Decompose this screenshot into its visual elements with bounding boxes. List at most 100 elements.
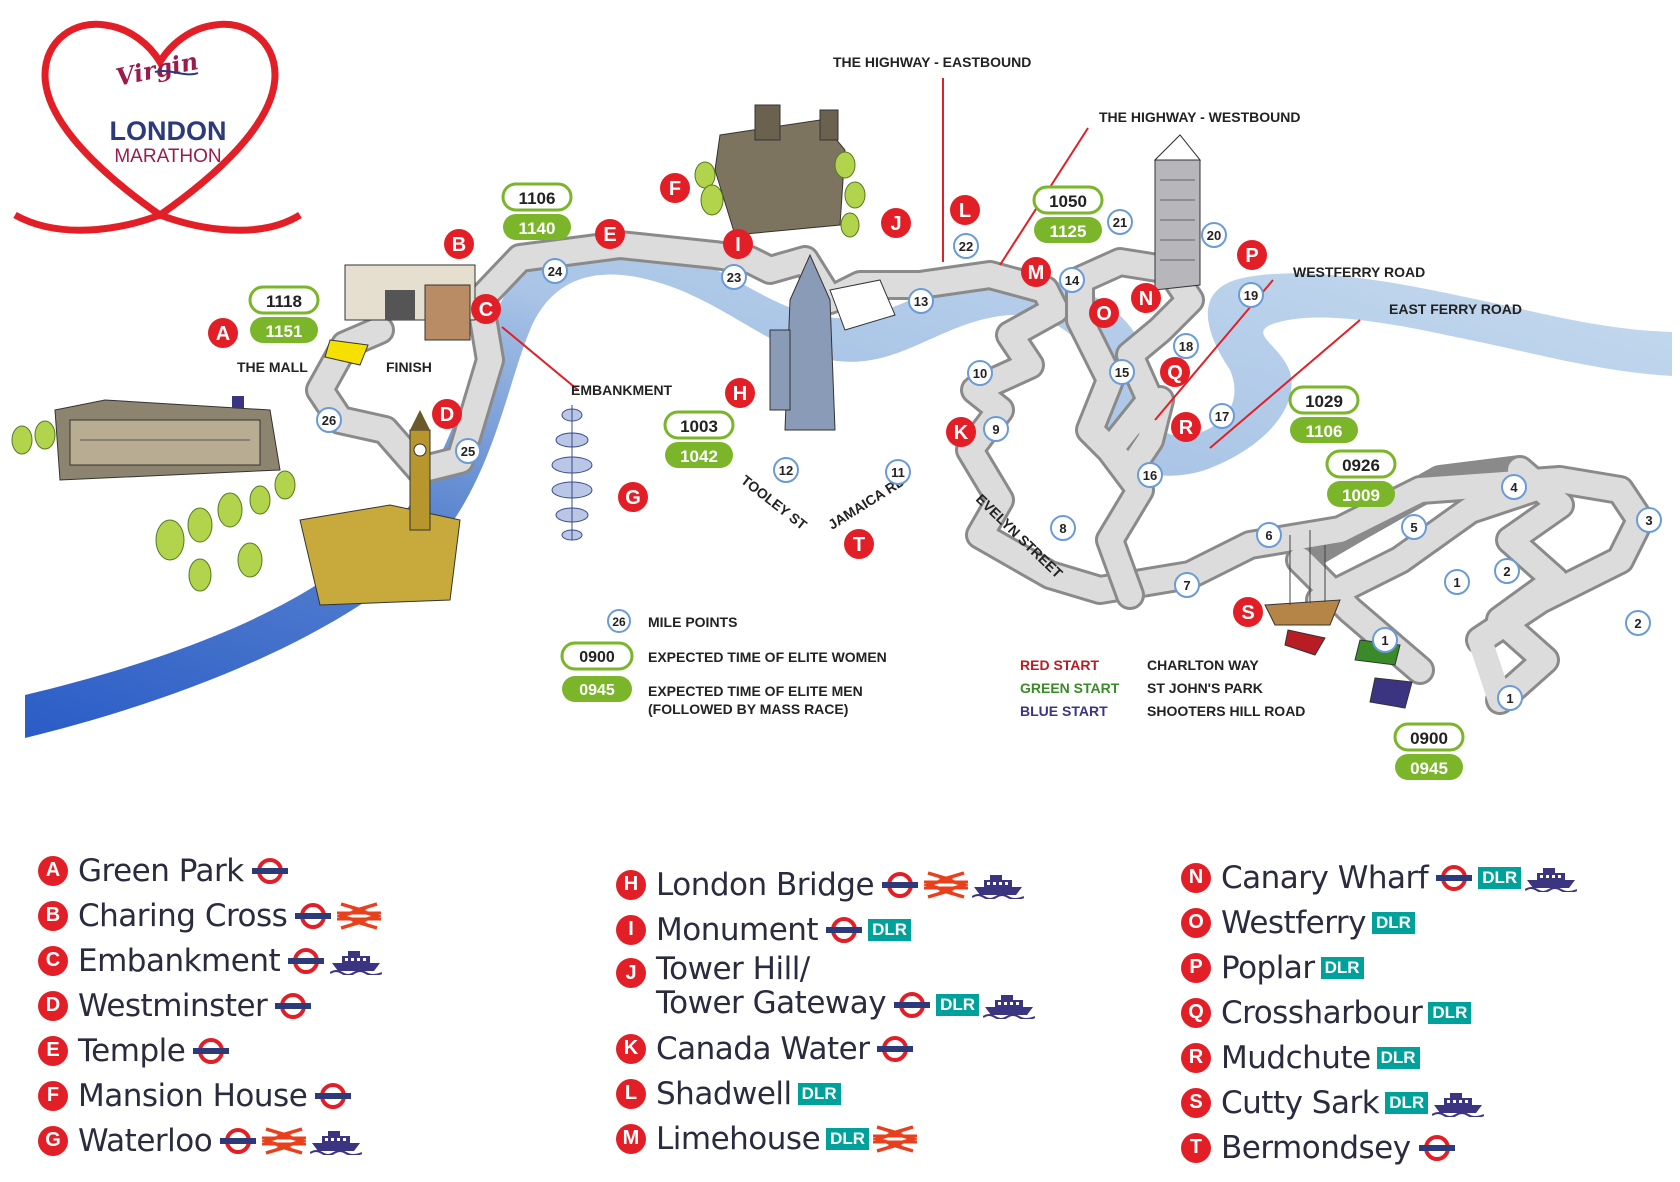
dlr-icon: DLR xyxy=(1428,1001,1472,1024)
station-marker-g xyxy=(618,482,648,512)
mile-point-circle xyxy=(1501,474,1527,500)
men-time-label: 1106 xyxy=(1306,422,1343,441)
legend-letter-badge: E xyxy=(38,1035,68,1066)
key-men-label: EXPECTED TIME OF ELITE MEN xyxy=(648,683,863,699)
station-marker-i xyxy=(723,229,753,259)
mile-point-label: 2 xyxy=(1503,564,1510,579)
start-key: RED START CHARLTON WAY GREEN START ST JO… xyxy=(1020,657,1305,719)
mile-point-circle xyxy=(1401,514,1427,540)
underground-icon xyxy=(286,946,326,976)
legend-letter-badge: O xyxy=(1181,907,1211,938)
mile-point-label: 11 xyxy=(891,465,905,480)
women-time-label: 1050 xyxy=(1049,192,1087,211)
rail-icon xyxy=(873,1124,918,1153)
mile-point-label: 1 xyxy=(1381,633,1388,648)
legend-letter-badge: J xyxy=(616,958,646,988)
station-name: London Bridge xyxy=(656,866,875,903)
women-time-badge xyxy=(1032,185,1104,215)
trees-left xyxy=(11,420,296,592)
station-marker-d xyxy=(432,399,462,429)
transport-icons xyxy=(313,1081,353,1111)
legend-letter-badge: T xyxy=(1181,1132,1211,1163)
mile-point-label: 1 xyxy=(1506,691,1513,706)
transport-icons xyxy=(293,901,382,931)
station-marker-letter: G xyxy=(625,487,641,509)
station-marker-letter: P xyxy=(1245,245,1258,267)
green-start-name: GREEN START xyxy=(1020,680,1120,696)
transport-icons: DLR xyxy=(1385,1089,1485,1117)
station-marker-letter: T xyxy=(853,534,865,556)
mile-point-circle xyxy=(1201,222,1227,248)
station-marker-q xyxy=(1160,357,1190,387)
underground-icon xyxy=(1417,1133,1457,1163)
rail-icon xyxy=(262,1126,307,1155)
westminster-palace xyxy=(299,410,461,606)
buckingham-palace xyxy=(54,396,281,481)
women-time-label: 0926 xyxy=(1342,456,1380,475)
key-mile-sample: 26 xyxy=(612,615,626,629)
underground-icon xyxy=(218,1126,258,1156)
marathon-course-map: Virgin LONDON MARATHON THE HIGHWAY - EAS… xyxy=(11,20,1672,780)
blue-start-name: BLUE START xyxy=(1020,703,1108,719)
transport-icons xyxy=(880,870,1025,900)
underground-icon xyxy=(1434,863,1474,893)
label-highway-westbound: THE HIGHWAY - WESTBOUND xyxy=(1099,109,1300,125)
station-marker-letter: L xyxy=(959,200,971,222)
legend-letter-badge: L xyxy=(616,1078,646,1109)
station-marker-letter: N xyxy=(1139,288,1153,310)
station-name: Westminster xyxy=(78,987,268,1024)
transport-icons xyxy=(218,1126,363,1156)
mile-point-circle xyxy=(542,258,568,284)
men-time-badge xyxy=(1290,417,1358,443)
men-time-label: 1009 xyxy=(1342,486,1380,505)
dlr-icon: DLR xyxy=(1376,1046,1420,1069)
mile-point-label: 12 xyxy=(779,463,793,478)
station-marker-j xyxy=(881,208,911,238)
station-name: Westferry xyxy=(1221,904,1367,941)
boat-icon xyxy=(330,947,383,975)
transport-icons: DLR xyxy=(824,915,912,945)
dlr-icon: DLR xyxy=(936,994,980,1016)
mile-point-circle xyxy=(967,360,993,386)
transport-icons xyxy=(273,991,313,1021)
rail-icon xyxy=(924,870,969,899)
mile-point-circle xyxy=(885,459,911,485)
station-marker-letter: F xyxy=(669,178,681,200)
logo-marathon-text: MARATHON xyxy=(114,146,221,167)
station-marker-letter: K xyxy=(954,422,969,444)
tower-bridge xyxy=(769,253,896,431)
red-start-place: CHARLTON WAY xyxy=(1147,657,1259,673)
station-name: Crossharbour xyxy=(1221,994,1423,1031)
underground-icon xyxy=(824,915,864,945)
mile-point-label: 1 xyxy=(1453,575,1460,590)
dlr-icon: DLR xyxy=(797,1082,841,1105)
men-time-label: 1125 xyxy=(1050,222,1087,241)
transport-icons: DLR xyxy=(1428,1001,1472,1024)
mile-point-label: 23 xyxy=(727,270,741,285)
station-marker-k xyxy=(946,417,976,447)
mile-point-circle xyxy=(1209,403,1235,429)
course-route xyxy=(305,230,1655,715)
legend-letter-badge: G xyxy=(38,1125,68,1156)
mile-point-circle xyxy=(455,438,481,464)
women-time-label: 1106 xyxy=(519,189,556,208)
men-time-label: 0945 xyxy=(1410,759,1448,778)
mile-point-label: 8 xyxy=(1059,521,1066,536)
mile-point-label: 3 xyxy=(1645,513,1652,528)
mile-point-circle xyxy=(1107,209,1133,235)
mile-points: 1112234567891011121314151617181920212223… xyxy=(316,209,1662,711)
women-time-label: 1029 xyxy=(1305,392,1343,411)
london-eye xyxy=(551,405,593,541)
station-marker-n xyxy=(1131,283,1161,313)
mile-point-label: 19 xyxy=(1244,288,1258,303)
red-start-flag xyxy=(1284,629,1326,656)
time-pair: 0926 1009 xyxy=(1325,449,1397,507)
station-name: Charing Cross xyxy=(78,897,288,934)
legend-letter-badge: H xyxy=(616,869,646,900)
station-name: Monument xyxy=(656,911,819,948)
station-marker-p xyxy=(1237,240,1267,270)
